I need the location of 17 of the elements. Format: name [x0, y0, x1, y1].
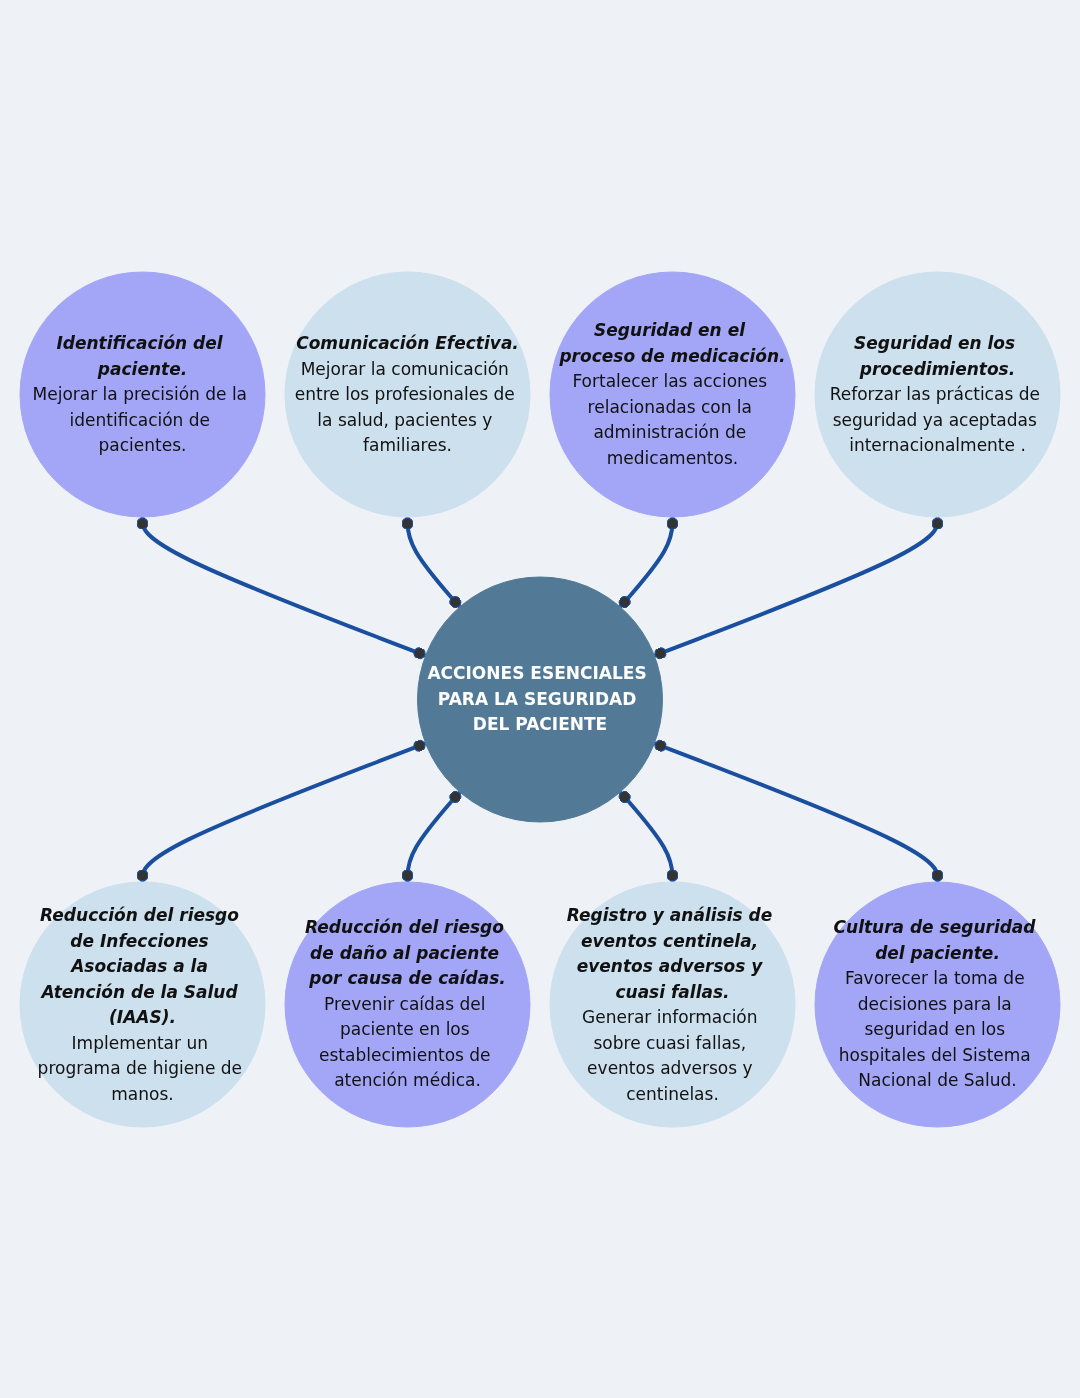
- node-circle: Cultura de seguridad del paciente. Favorecer la toma de decisiones para la seguridad en los hospitales del Sistema Nacional de Salud.: [814, 881, 1061, 1127]
- connector: [618, 790, 679, 882]
- connector: [653, 516, 944, 659]
- connector: [618, 516, 679, 608]
- connector: [136, 739, 427, 882]
- connector: [653, 739, 944, 882]
- connector: [401, 516, 462, 608]
- node-circle: Reducción del riesgo de Infecciones Asociadas a la Atención de la Salud (IAAS). Implementar un programa de higiene de manos.: [19, 881, 266, 1127]
- connector: [136, 516, 427, 659]
- node-circle: Seguridad en el proceso de medicación. Fortalecer las acciones relacionadas con la administración de medicamentos.: [549, 271, 796, 517]
- node-circle: Registro y análisis de eventos centinela, eventos adversos y cuasi fallas. Generar información sobre cuasi fallas, eventos adversos y centinelas.: [549, 881, 796, 1127]
- connector: [401, 790, 462, 882]
- node-circle: Identificación del paciente. Mejorar la precisión de la identificación de pacientes.: [19, 271, 266, 517]
- node-circle: Comunicación Efectiva. Mejorar la comunicación entre los profesionales de la salud, pacientes y familiares.: [284, 271, 531, 517]
- node-circle: Seguridad en los procedimientos. Reforzar las prácticas de seguridad ya aceptadas internacionalmente .: [814, 271, 1061, 517]
- node-circle: ACCIONES ESENCIALES PARA LA SEGURIDAD DEL PACIENTE: [417, 576, 663, 822]
- node-circle: Reducción del riesgo de daño al paciente por causa de caídas. Prevenir caídas del paciente en los establecimientos de atención médica.: [284, 881, 531, 1127]
